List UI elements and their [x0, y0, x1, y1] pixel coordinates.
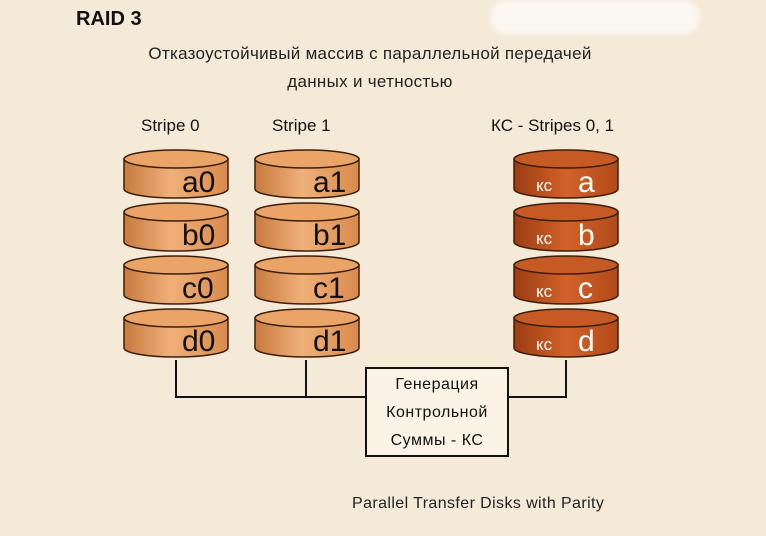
- diagram-title: RAID 3: [76, 8, 142, 30]
- parity-stripe-label: КС - Stripes 0, 1: [491, 116, 615, 135]
- disk-block-b1: b1: [254, 202, 360, 252]
- data-block-label: c1: [313, 272, 345, 305]
- parity-prefix-label: кс: [536, 335, 553, 354]
- data-block-label: b1: [313, 219, 346, 252]
- generator-line-3: Суммы - КС: [390, 432, 484, 449]
- data-block-label: c0: [182, 272, 214, 305]
- data-block-label: d1: [313, 325, 346, 358]
- stripe-1-label: Stripe 1: [272, 116, 331, 135]
- subtitle-line-2: данных и четностью: [287, 72, 453, 91]
- diagram-subtitle: Отказоустойчивый массив с параллельной п…: [60, 40, 680, 96]
- subtitle-line-1: Отказоустойчивый массив с параллельной п…: [148, 44, 592, 63]
- checksum-generator-box: Генерация Контрольной Суммы - КС: [365, 367, 509, 457]
- disk-block-a0: a0: [123, 149, 229, 199]
- disk-block-d: кс d: [513, 308, 619, 358]
- parity-block-label: b: [578, 219, 595, 252]
- disk-block-c: кс c: [513, 255, 619, 305]
- generator-line-1: Генерация: [395, 376, 479, 393]
- disk-block-a: кс a: [513, 149, 619, 199]
- data-block-label: d0: [182, 325, 215, 358]
- stripe-0-connector: [175, 360, 365, 398]
- background-smudge: [490, 0, 700, 34]
- data-block-label: a0: [182, 166, 215, 199]
- parity-prefix-label: кс: [536, 229, 553, 248]
- disk-block-b: кс b: [513, 202, 619, 252]
- footer-caption: Parallel Transfer Disks with Parity: [352, 495, 605, 512]
- disk-block-c0: c0: [123, 255, 229, 305]
- parity-connector: [509, 360, 567, 398]
- disk-block-c1: c1: [254, 255, 360, 305]
- parity-block-label: c: [578, 272, 593, 305]
- generator-line-2: Контрольной: [386, 404, 488, 421]
- data-block-label: a1: [313, 166, 346, 199]
- disk-block-a1: a1: [254, 149, 360, 199]
- stripe-0-label: Stripe 0: [141, 116, 200, 135]
- parity-prefix-label: кс: [536, 176, 553, 195]
- parity-block-label: a: [578, 166, 595, 199]
- connector-lines: [175, 360, 567, 398]
- data-block-label: b0: [182, 219, 215, 252]
- disk-block-b0: b0: [123, 202, 229, 252]
- parity-prefix-label: кс: [536, 282, 553, 301]
- parity-block-label: d: [578, 325, 595, 358]
- disk-stacks: d0 c0 b0 a0 d1 c1 b1 a1 кс d кс c кс b кс a: [123, 149, 619, 358]
- disk-block-d1: d1: [254, 308, 360, 358]
- disk-block-d0: d0: [123, 308, 229, 358]
